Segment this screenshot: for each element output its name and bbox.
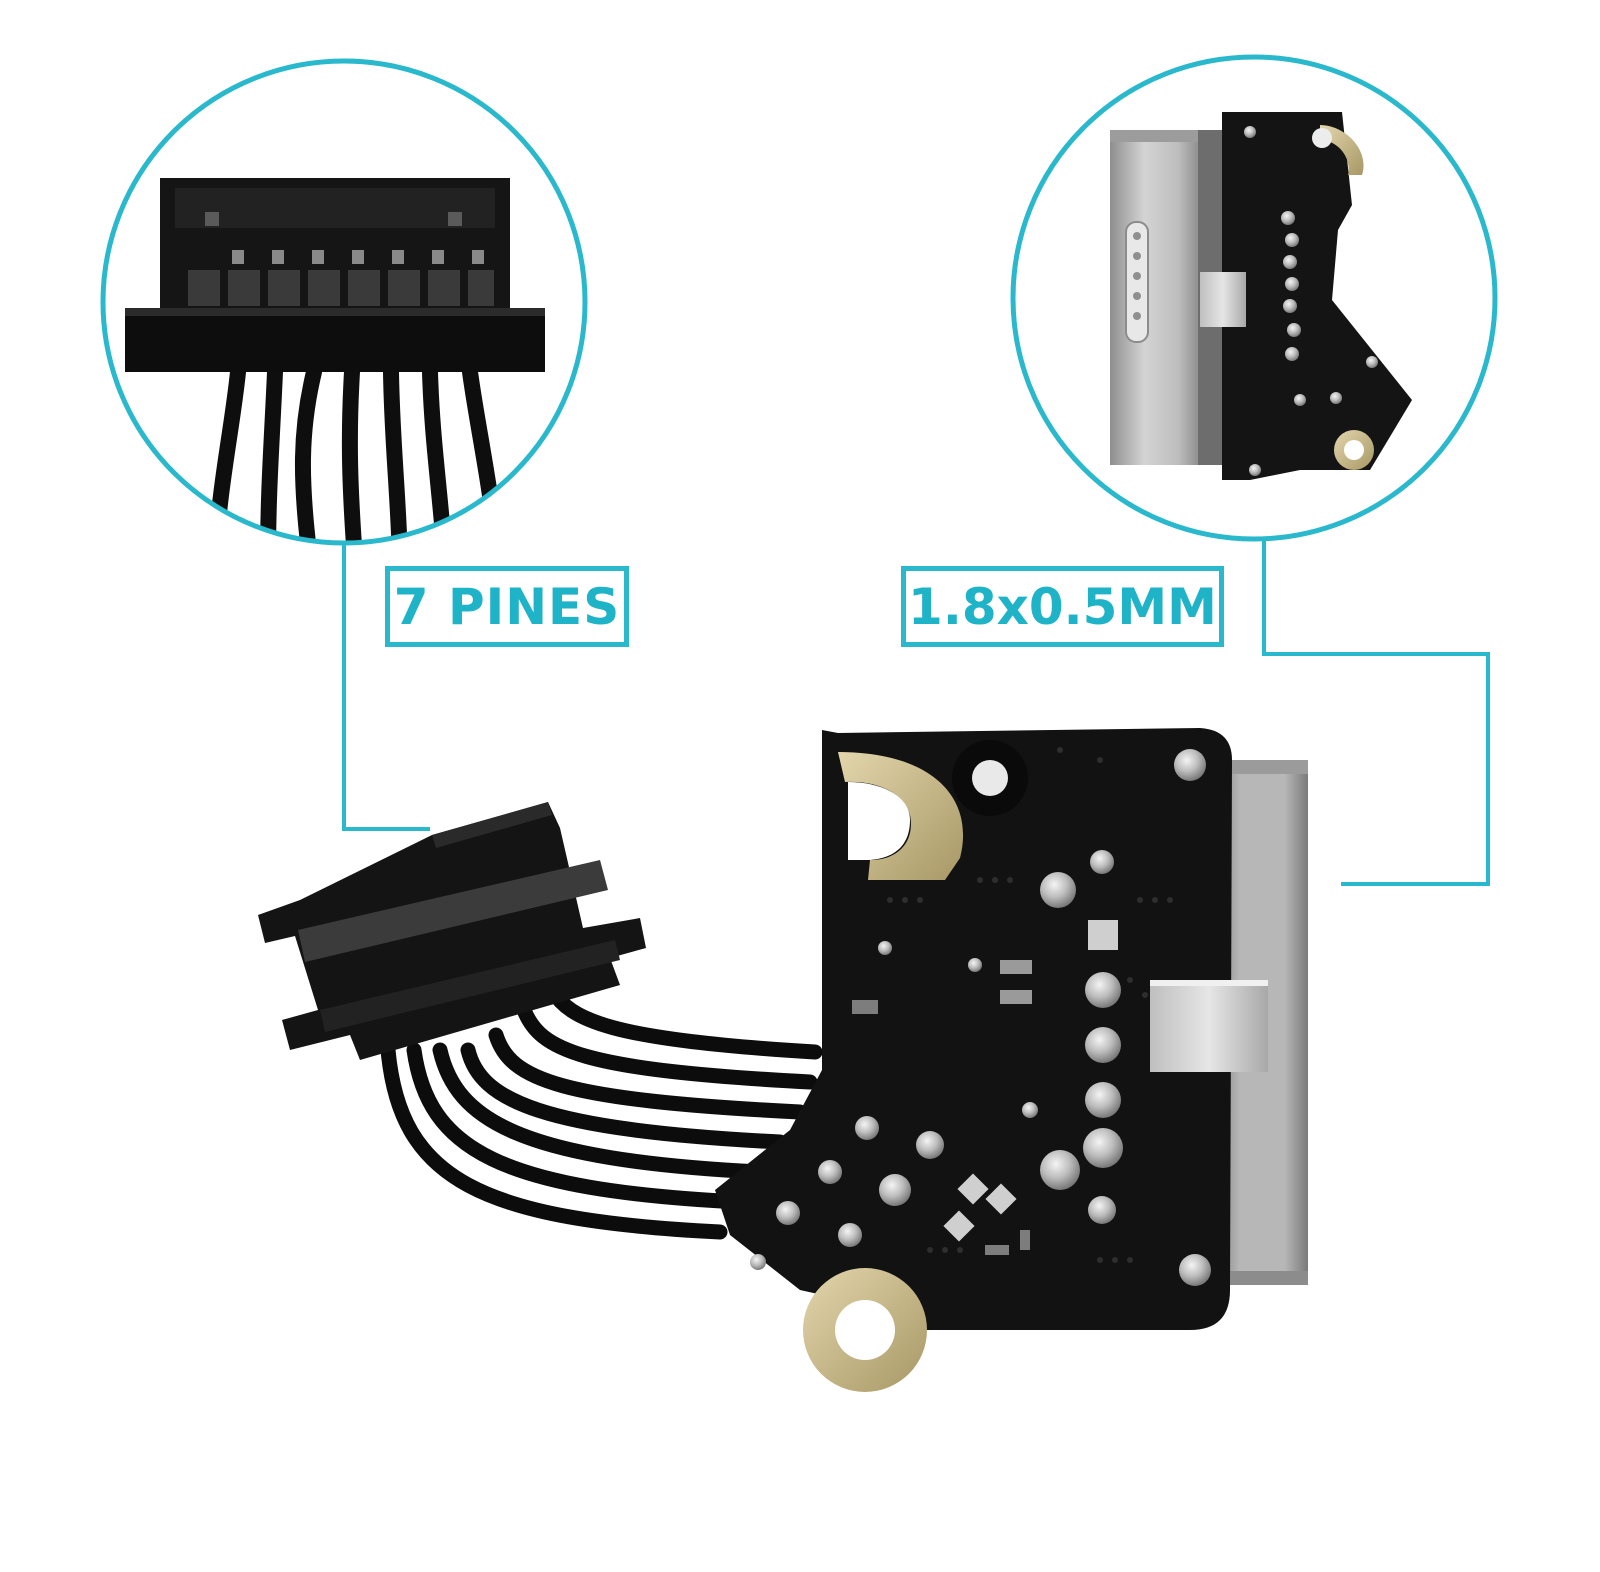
main-connector — [258, 802, 646, 1060]
port-size-label: 1.8x0.5MM — [901, 566, 1224, 647]
main-port-tab — [1150, 980, 1268, 1072]
closeup-pins — [188, 250, 494, 306]
mount-slot-pad — [838, 752, 964, 880]
solder-joints — [750, 749, 1211, 1286]
main-board-assembly — [258, 728, 1308, 1392]
main-pcb — [715, 728, 1232, 1330]
pin-count-label: 7 PINES — [385, 566, 629, 647]
main-wires — [380, 982, 823, 1240]
connector-closeup — [100, 58, 588, 546]
size-callout-line — [1262, 541, 1490, 886]
pins-callout-line — [342, 543, 430, 831]
port-closeup — [1010, 54, 1498, 542]
callout-lines — [342, 541, 1490, 886]
